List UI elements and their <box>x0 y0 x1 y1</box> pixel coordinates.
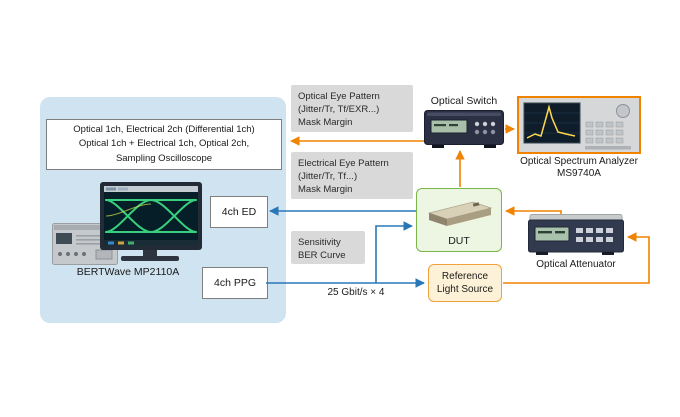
osa-model-label: MS9740A <box>557 168 601 179</box>
annotation-line: Electrical Eye Pattern <box>298 158 389 169</box>
osa-label: Optical Spectrum Analyzer <box>520 156 638 167</box>
spec-line-2: Optical 1ch + Electrical 1ch, Optical 2c… <box>78 138 250 150</box>
4ch-ed-box: 4ch ED <box>210 196 268 228</box>
dut-module-image <box>427 201 493 226</box>
bitrate-label: 25 Gbit/s × 4 <box>327 287 385 298</box>
dut-box: DUT <box>416 188 502 252</box>
ref-light-line-1: Reference <box>441 271 489 282</box>
bertwave-monitor-image <box>100 182 202 250</box>
eye-diagram-screen <box>104 186 198 246</box>
annotation-sensitivity: Sensitivity BER Curve <box>291 231 365 264</box>
monitor-stand <box>143 250 157 257</box>
4ch-ppg-box: 4ch PPG <box>202 267 268 299</box>
ref-light-line-2: Light Source <box>436 284 494 295</box>
reference-light-source-box: Reference Light Source <box>428 264 502 302</box>
attenuator-image <box>528 214 624 256</box>
annotation-line: (Jitter/Tr, Tf...) <box>298 171 358 183</box>
spec-line-1: Optical 1ch, Electrical 2ch (Differentia… <box>73 124 255 136</box>
optical-switch-label: Optical Switch <box>430 95 498 107</box>
spec-line-3: Sampling Oscilloscope <box>115 152 213 164</box>
bertwave-label: BERTWave MP2110A <box>76 266 180 278</box>
annotation-line: BER Curve <box>298 250 346 262</box>
arrow-ppg-to-dut <box>375 221 413 283</box>
annotation-line: Sensitivity <box>298 237 341 248</box>
annotation-optical-eye: Optical Eye Pattern (Jitter/Tr, Tf/EXR..… <box>291 85 413 132</box>
dut-label: DUT <box>448 235 470 247</box>
attenuator-label: Optical Attenuator <box>536 259 616 270</box>
optical-switch-image <box>424 110 504 148</box>
annotation-line: Mask Margin <box>298 184 353 196</box>
annotation-electrical-eye: Electrical Eye Pattern (Jitter/Tr, Tf...… <box>291 152 413 199</box>
osa-graphic <box>523 102 631 150</box>
annotation-line: Optical Eye Pattern <box>298 91 380 102</box>
attenuator-graphic <box>528 214 624 255</box>
annotation-line: (Jitter/Tr, Tf/EXR...) <box>298 104 380 116</box>
optical-switch-graphic <box>424 110 504 148</box>
eye-pattern-traces <box>105 198 197 234</box>
bertwave-spec-box: Optical 1ch, Electrical 2ch (Differentia… <box>46 119 282 170</box>
annotation-line: Mask Margin <box>298 117 353 129</box>
monitor-base <box>121 256 179 261</box>
spectrum-trace <box>526 104 576 139</box>
osa-image <box>517 96 641 154</box>
